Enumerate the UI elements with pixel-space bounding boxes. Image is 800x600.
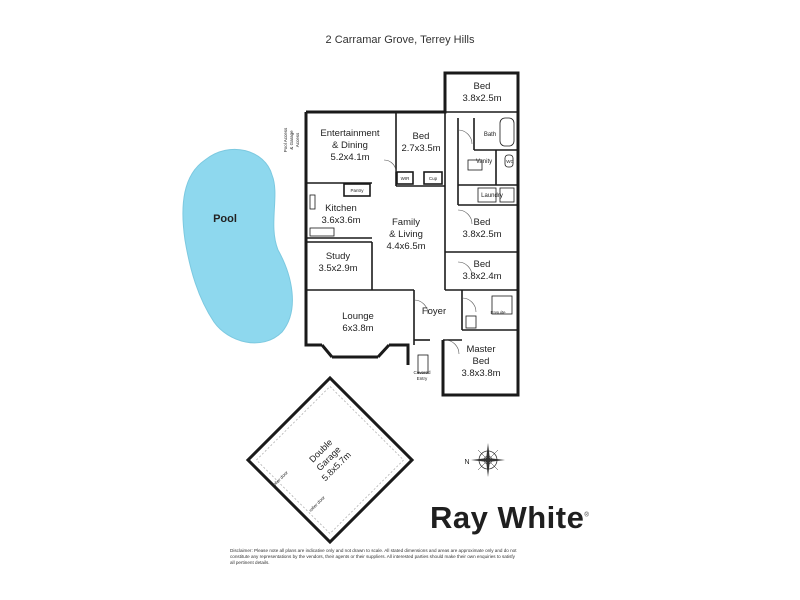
room-bed-c-name: Bed [474, 217, 491, 228]
room-master-bed-size: 3.8x3.8m [461, 368, 500, 379]
label-cup: Cup [429, 176, 438, 181]
label-vanity: Vanity [476, 159, 492, 165]
label-covered-entry-2: Entry [417, 376, 428, 381]
house-interior-walls [306, 111, 518, 345]
room-bed-d-name: Bed [474, 259, 491, 270]
label-ensuite: Ensuite [490, 310, 506, 315]
compass-n-label: N [464, 459, 469, 466]
room-study-name: Study [326, 251, 351, 262]
property-address-title: 2 Carramar Grove, Terrey Hills [325, 34, 475, 46]
room-kitchen-name: Kitchen [325, 203, 357, 214]
room-entertainment-dining-size: 5.2x4.1m [330, 152, 369, 163]
room-master-bed-line1: Master [466, 344, 495, 355]
label-wc: WC [506, 159, 514, 164]
garage [245, 375, 415, 545]
room-lounge-size: 6x3.8m [342, 323, 373, 334]
room-bed-c-size: 3.8x2.5m [462, 229, 501, 240]
pool-label: Pool [213, 213, 237, 225]
room-bed-b-size: 3.8x2.5m [462, 93, 501, 104]
logo-trademark: ® [584, 512, 590, 519]
room-bed-b-name: Bed [474, 81, 491, 92]
room-entertainment-dining-line2: & Dining [332, 140, 368, 151]
room-study-size: 3.5x2.9m [318, 263, 357, 274]
label-pantry: Pantry [350, 188, 364, 193]
label-wir: WIR [401, 176, 410, 181]
pool-shape [182, 148, 293, 344]
label-side-access-3: Access [295, 132, 300, 147]
door-swings [383, 129, 477, 355]
room-bed-a-size: 2.7x3.5m [401, 143, 440, 154]
disclaimer-text: Disclaimer: Please note all plans are in… [230, 548, 517, 565]
label-covered-entry-1: Covered [413, 370, 431, 375]
room-foyer-name: Foyer [422, 306, 446, 317]
house-outer-walls [304, 71, 520, 397]
label-laundry: Laundry [481, 193, 503, 199]
room-family-living-size: 4.4x6.5m [386, 241, 425, 252]
room-family-living-line1: Family [392, 217, 420, 228]
room-master-bed-line2: Bed [473, 356, 490, 367]
ray-white-logo: Ray White® [430, 500, 589, 536]
room-kitchen-size: 3.6x3.6m [321, 215, 360, 226]
label-side-access: Pool Access & Garage Access [283, 127, 300, 152]
room-lounge-name: Lounge [342, 311, 374, 322]
room-family-living-line2: & Living [389, 229, 423, 240]
room-entertainment-dining-line1: Entertainment [320, 128, 380, 139]
logo-text: Ray White [430, 500, 585, 535]
label-side-access-1: Pool Access [283, 127, 288, 152]
label-side-access-2: & Garage [289, 130, 294, 150]
room-bed-a-name: Bed [413, 131, 430, 142]
compass-rose [471, 443, 505, 477]
fixtures [309, 117, 515, 374]
room-bed-d-size: 3.8x2.4m [462, 271, 501, 282]
label-bath: Bath [484, 132, 496, 138]
